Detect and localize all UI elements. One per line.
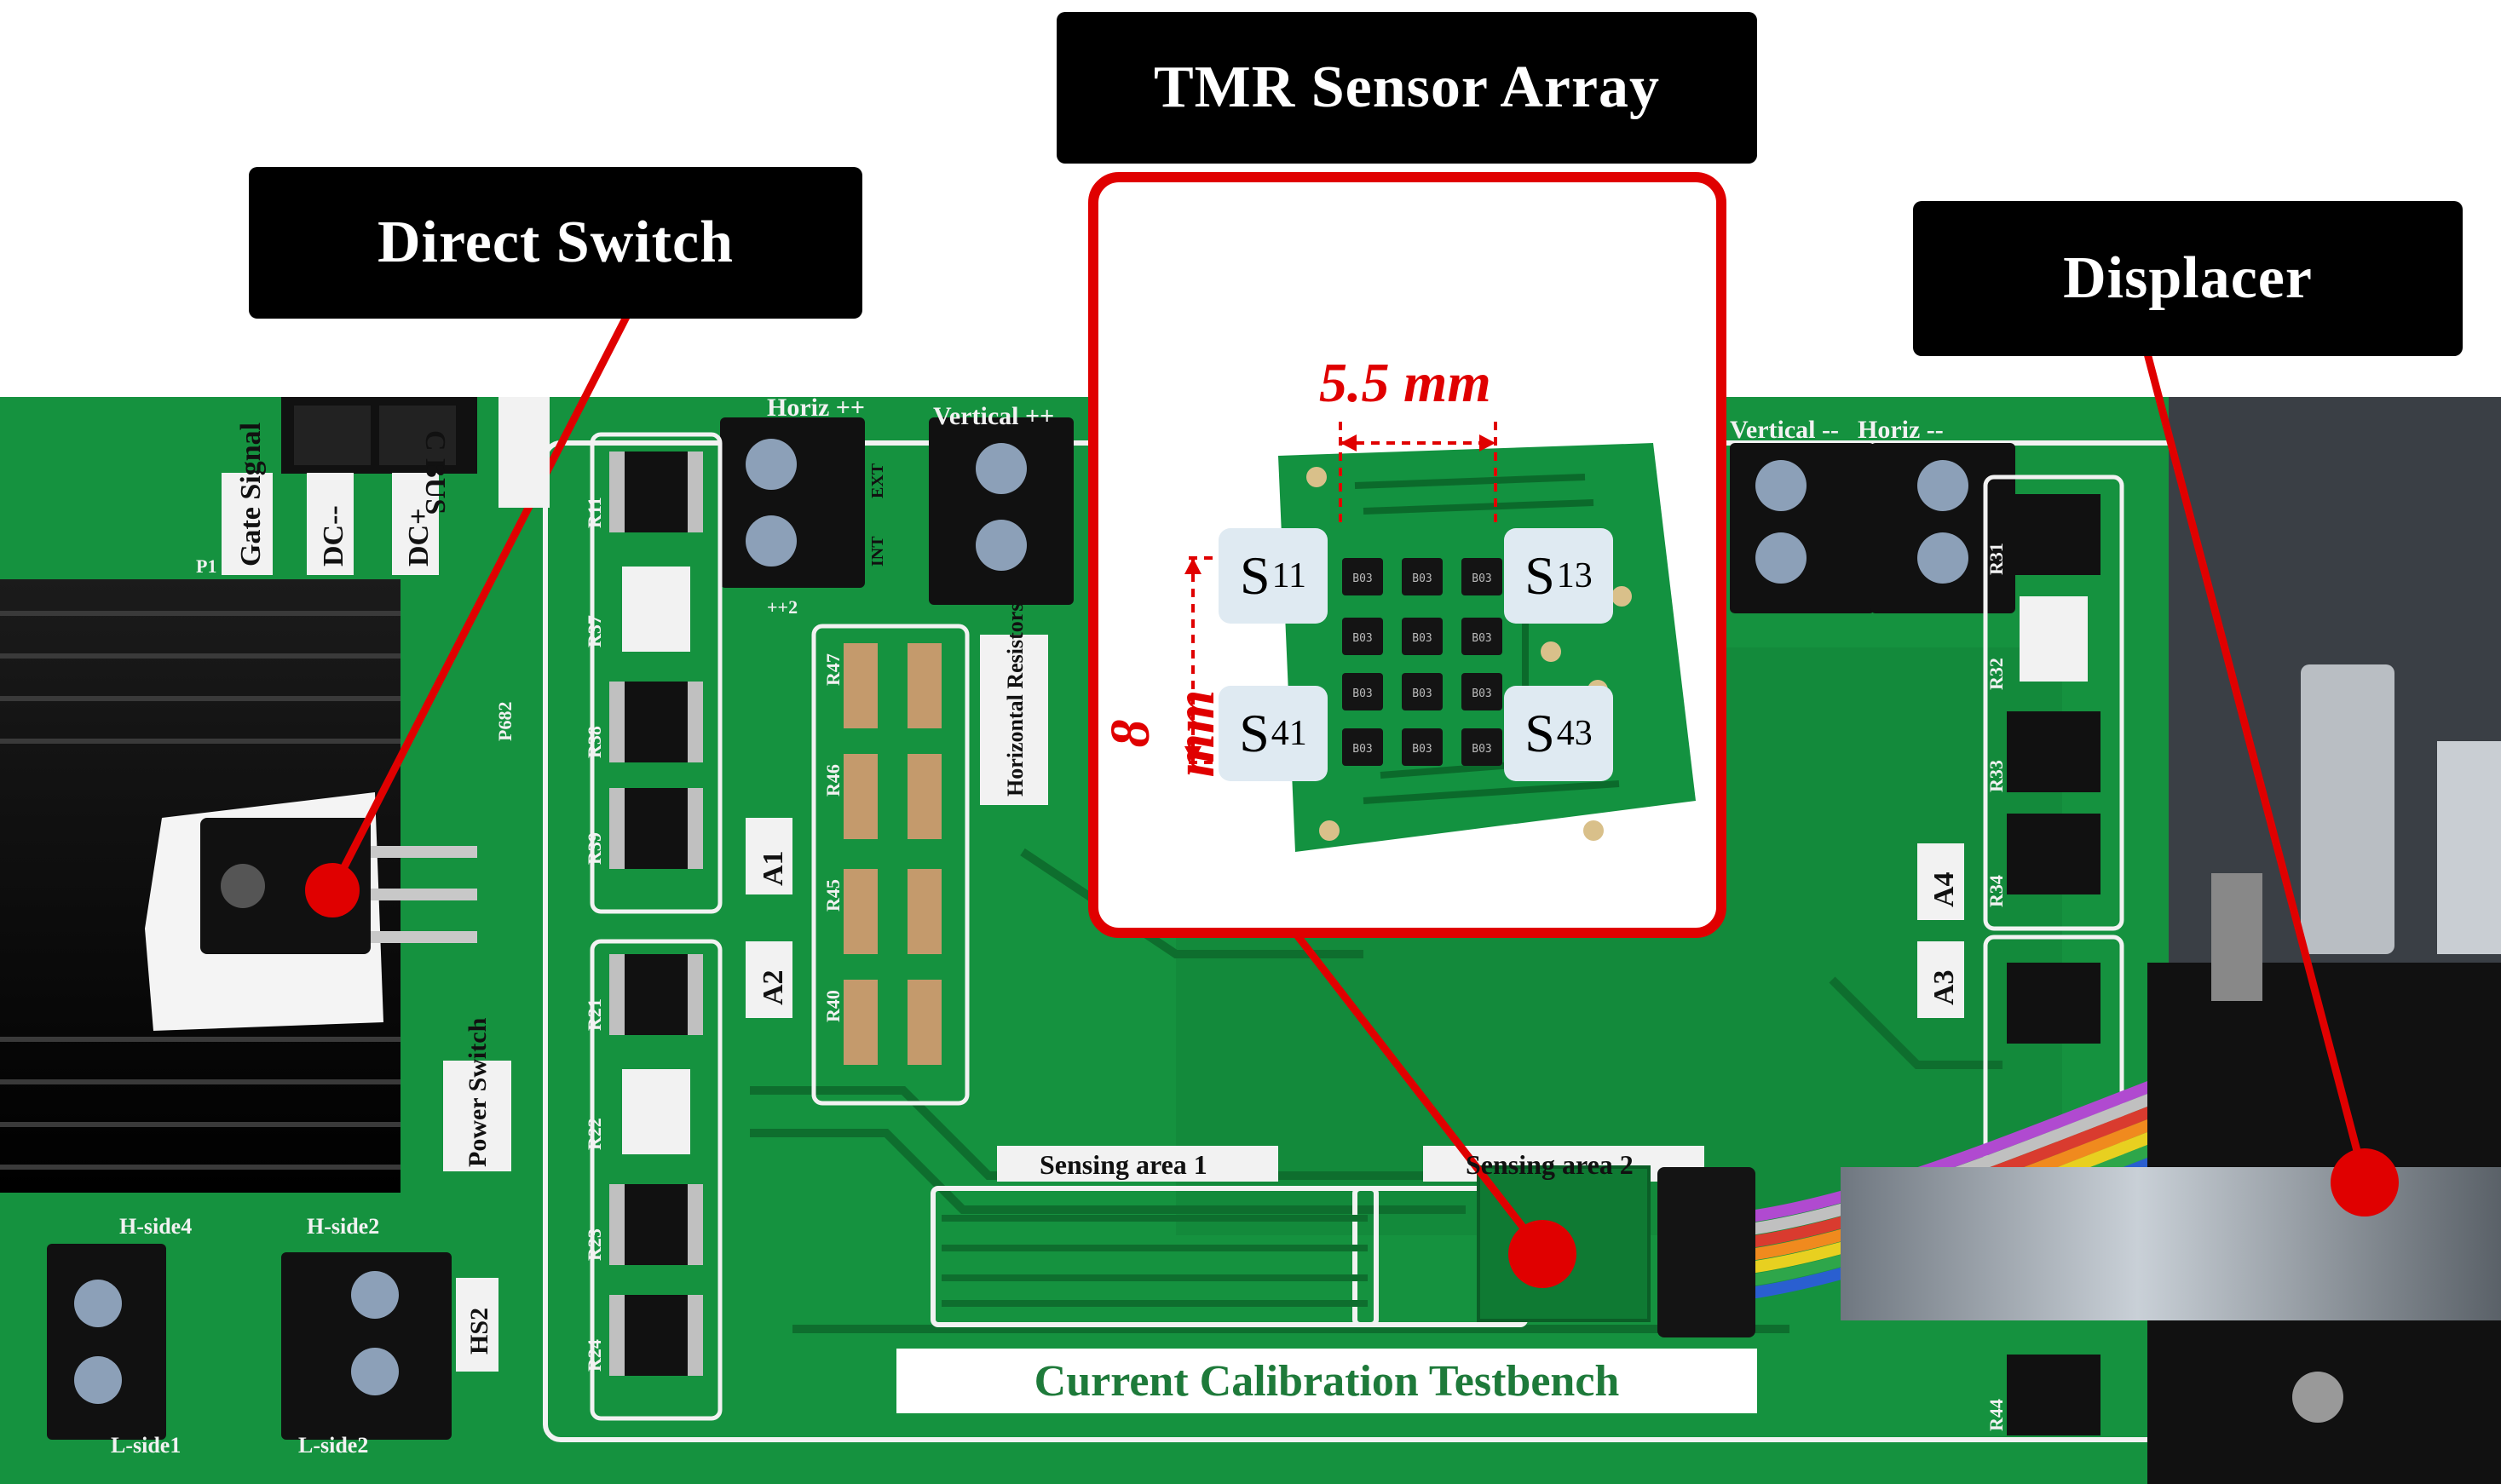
silk-r11: R11 — [584, 497, 605, 528]
tmr-chip-marking: B03 — [1352, 632, 1372, 645]
silk-r33: R33 — [1985, 760, 2007, 792]
silk-r32: R32 — [1985, 658, 2007, 690]
tmr-chip-r4c3 — [1461, 728, 1502, 766]
callout-leaders — [328, 314, 2369, 1255]
tmr-chip-r3c2 — [1402, 673, 1443, 710]
dim-label-vertical: 8 mm — [1099, 689, 1226, 778]
silk-r21: R21 — [584, 998, 605, 1031]
tmr-chip-r1c3 — [1461, 558, 1502, 595]
silk-a1: A1 — [758, 850, 789, 886]
sensor-marker — [1508, 1220, 1576, 1288]
direct-switch-marker — [305, 863, 360, 917]
dim-label-horizontal: 5.5 mm — [1319, 352, 1491, 414]
tmr-chip-marking: B03 — [1412, 572, 1432, 585]
silk-gate-signal: Gate Signal — [235, 423, 267, 567]
silk-r40: R40 — [822, 990, 844, 1022]
silk-r22: R22 — [584, 1118, 605, 1150]
tmr-chip-marking: B03 — [1472, 632, 1491, 645]
silk-horiz-mm: Horiz -- — [1858, 416, 1944, 444]
tmr-chip-r1c2 — [1402, 558, 1443, 595]
silk-r23: R23 — [584, 1228, 605, 1261]
silk-r31: R31 — [1985, 543, 2007, 575]
silk-dc-bus: C BUS — [419, 430, 451, 515]
displacer-marker — [2331, 1148, 2399, 1217]
silk-vertical-mm: Vertical -- — [1730, 416, 1839, 444]
silk-r45: R45 — [822, 879, 844, 912]
silk-label-blocks — [222, 397, 1964, 1372]
tmr-chip-r2c1 — [1342, 618, 1383, 655]
dimension-arrows — [1184, 434, 1495, 762]
silk-sensing-area-1: Sensing area 1 — [1040, 1149, 1207, 1180]
callout-tmr-sensor-array: TMR Sensor Array — [1057, 12, 1757, 164]
terminal-h-side4 — [47, 1244, 166, 1440]
silk-hs2: HS2 — [465, 1308, 493, 1355]
silk-r47: R47 — [822, 653, 844, 686]
displacer-stage — [1841, 397, 2501, 1484]
tmr-chip-marking: B03 — [1472, 687, 1491, 700]
tmr-chip-marking: B03 — [1352, 687, 1372, 700]
tmr-chip-r4c1 — [1342, 728, 1383, 766]
tmr-chip-marking: B03 — [1352, 743, 1372, 756]
silk-p1: P1 — [196, 555, 216, 577]
silk-p682: P682 — [494, 702, 516, 741]
silk-ext: EXT — [868, 463, 887, 498]
silk-dc-minus: DC-- — [318, 505, 349, 567]
tmr-chip-r2c2 — [1402, 618, 1443, 655]
silk-a4: A4 — [1928, 871, 1960, 907]
silk-int: INT — [868, 536, 887, 567]
silk-dc-plus: DC+ — [403, 509, 435, 567]
silk-r46: R46 — [822, 764, 844, 797]
silk-r44: R44 — [1985, 1399, 2007, 1431]
resistor-column-left — [590, 432, 723, 1421]
silk-power-switch: Power Switch — [464, 1017, 492, 1167]
silk-h-side4: H-side4 — [119, 1214, 192, 1239]
tmr-chip-r3c3 — [1461, 673, 1502, 710]
terminal-vertical-mm — [1730, 443, 1875, 613]
silk-pp2: ++2 — [767, 596, 798, 618]
silk-vertical-pp: Vertical ++ — [933, 402, 1054, 430]
silk-horizontal-resistors: Horizontal Resistors — [1003, 603, 1028, 797]
terminal-h-side2 — [281, 1252, 452, 1440]
silk-a2: A2 — [758, 969, 789, 1005]
tmr-chip-r3c1 — [1342, 673, 1383, 710]
heatsink — [0, 579, 477, 1193]
silk-r39: R39 — [584, 832, 605, 865]
tmr-chip-marking: B03 — [1412, 743, 1432, 756]
terminal-vertical-pp — [929, 417, 1074, 605]
silk-a3: A3 — [1928, 969, 1960, 1005]
silk-r34: R34 — [1985, 875, 2007, 907]
tmr-chip-marking: B03 — [1412, 687, 1432, 700]
silk-r37: R37 — [584, 615, 605, 647]
tmr-chip-r2c3 — [1461, 618, 1502, 655]
tmr-chip-r1c1 — [1342, 558, 1383, 595]
tmr-chip-r4c2 — [1402, 728, 1443, 766]
terminal-horiz-pp — [720, 417, 865, 588]
silk-r24: R24 — [584, 1339, 605, 1372]
callout-direct-switch: Direct Switch — [249, 167, 862, 319]
testbench-title-banner: Current Calibration Testbench — [896, 1349, 1757, 1413]
silk-h-side2: H-side2 — [307, 1214, 379, 1239]
gate-terminal-block — [281, 397, 477, 474]
tmr-chip-marking: B03 — [1412, 632, 1432, 645]
tmr-chip-marking: B03 — [1472, 572, 1491, 585]
terminal-horiz-mm — [1870, 443, 2015, 613]
silk-r38: R38 — [584, 726, 605, 758]
tmr-chip-marking: B03 — [1352, 572, 1372, 585]
tmr-chip-marking: B03 — [1472, 743, 1491, 756]
callout-displacer: Displacer — [1913, 201, 2463, 356]
silk-sensing-area-2: Sensing area 2 — [1466, 1149, 1634, 1180]
silk-l-side2: L-side2 — [298, 1433, 368, 1458]
resistor-block-horizontal — [811, 624, 970, 1106]
silk-l-side1: L-side1 — [111, 1433, 181, 1458]
silk-horiz-pp: Horiz ++ — [767, 394, 865, 422]
